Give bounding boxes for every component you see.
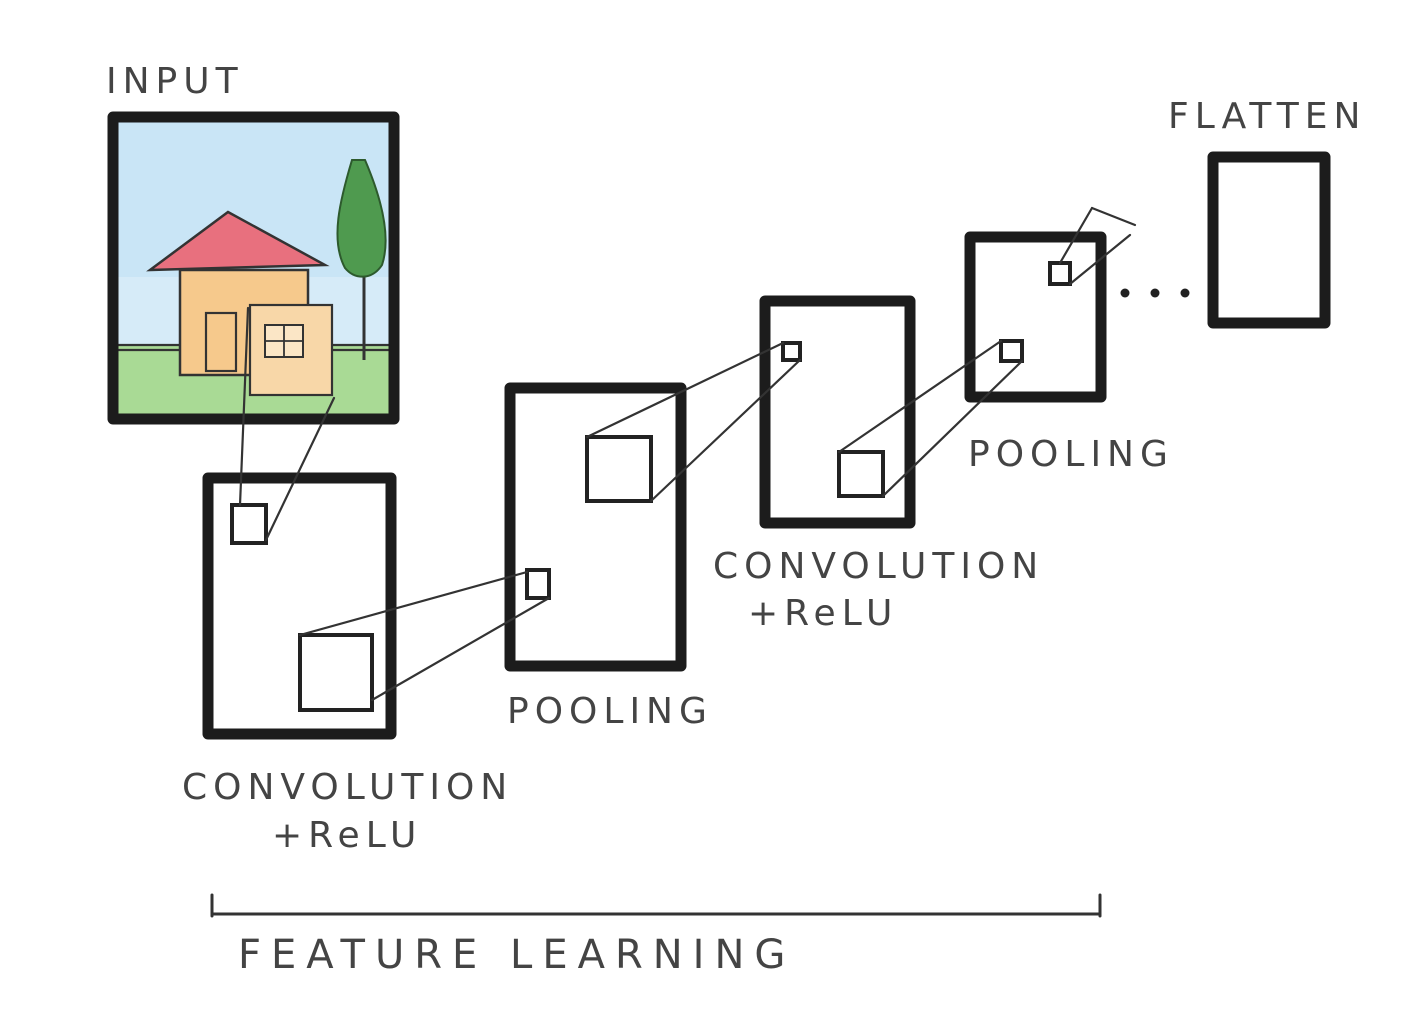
ellipsis-dots xyxy=(1121,289,1190,298)
feature-learning-bracket xyxy=(212,895,1100,916)
pool1-label: POOLING xyxy=(507,694,713,730)
flatten-label: FLATTEN xyxy=(1168,99,1366,135)
flatten-layer xyxy=(1213,157,1325,323)
conv1-feature-map xyxy=(208,478,391,734)
conv1-label-line1: CONVOLUTION xyxy=(182,770,513,806)
input-image xyxy=(113,117,394,419)
conv2-label-line1: CONVOLUTION xyxy=(713,549,1044,585)
pool2-label: POOLING xyxy=(968,437,1174,473)
input-label: INPUT xyxy=(106,64,244,100)
conv1-label-line2: +ReLU xyxy=(272,818,422,854)
feature-learning-label: FEATURE LEARNING xyxy=(238,935,795,975)
pool2-feature-map xyxy=(970,237,1101,397)
conv2-label-line2: +ReLU xyxy=(748,596,898,632)
pool1-feature-map xyxy=(510,388,681,666)
